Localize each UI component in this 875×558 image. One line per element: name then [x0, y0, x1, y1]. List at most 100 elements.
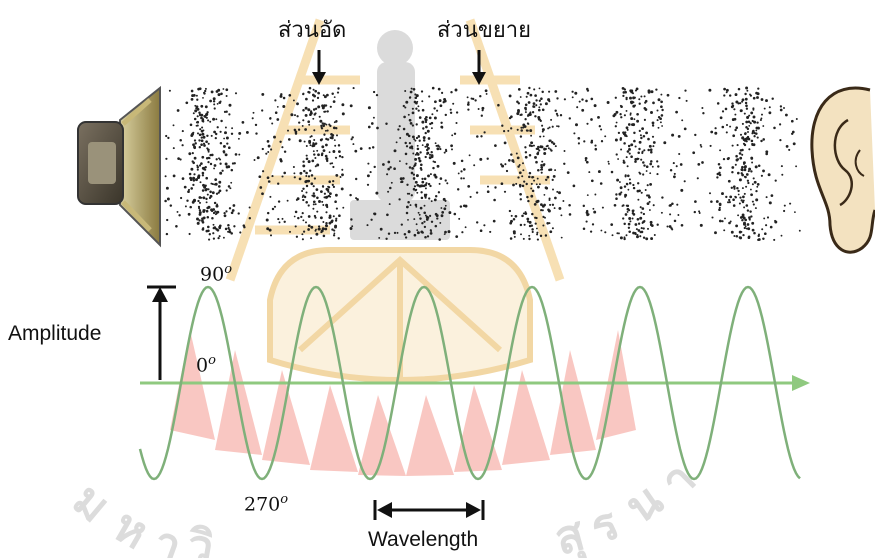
- air-particle: [534, 94, 537, 97]
- air-particle: [261, 192, 264, 196]
- air-particle: [740, 172, 743, 175]
- air-particle: [242, 224, 246, 227]
- air-particle: [184, 205, 187, 208]
- air-particle: [753, 180, 757, 184]
- air-particle: [217, 88, 221, 92]
- air-particle: [779, 105, 783, 108]
- air-particle: [648, 209, 651, 211]
- air-particle: [734, 195, 737, 198]
- air-particle: [276, 118, 280, 121]
- air-particle: [415, 94, 419, 98]
- air-particle: [709, 144, 712, 147]
- air-particle: [626, 150, 630, 153]
- air-particle: [398, 198, 401, 201]
- air-particle: [425, 125, 428, 129]
- air-particle: [319, 119, 323, 123]
- air-particle: [169, 204, 173, 207]
- air-particle: [581, 98, 584, 101]
- air-particle: [205, 188, 208, 191]
- air-particle: [548, 90, 551, 93]
- air-particle: [762, 125, 765, 127]
- air-particle: [755, 132, 758, 135]
- air-particle: [434, 195, 438, 198]
- air-particle: [613, 112, 617, 116]
- air-particle: [411, 111, 415, 115]
- air-particle: [225, 165, 229, 169]
- air-particle: [436, 147, 440, 151]
- air-particle: [277, 218, 280, 221]
- air-particle: [745, 107, 749, 110]
- air-particle: [410, 87, 413, 90]
- air-particle: [215, 204, 219, 208]
- air-particle: [211, 182, 214, 186]
- air-particle: [429, 232, 433, 235]
- air-particle: [333, 229, 336, 232]
- air-particle: [629, 113, 632, 116]
- air-particle: [624, 195, 627, 198]
- air-particle: [748, 167, 752, 171]
- air-particle: [575, 123, 578, 127]
- air-particle: [765, 99, 768, 103]
- air-particle: [497, 103, 500, 107]
- air-particle: [508, 116, 512, 120]
- amplitude-arrowhead: [152, 287, 168, 302]
- air-particle: [727, 201, 730, 204]
- air-particle: [738, 236, 741, 239]
- air-particle: [528, 171, 532, 175]
- air-particle: [634, 223, 638, 226]
- air-particle: [193, 199, 196, 203]
- air-particle: [584, 157, 588, 160]
- air-particle: [412, 87, 416, 91]
- air-particle: [178, 214, 181, 217]
- air-particle: [544, 216, 546, 219]
- air-particle: [208, 233, 211, 236]
- air-particle: [323, 104, 326, 107]
- air-particle: [585, 160, 589, 164]
- air-particle: [415, 123, 418, 126]
- air-particle: [368, 147, 371, 150]
- air-particle: [224, 131, 227, 135]
- air-particle: [734, 128, 737, 132]
- air-particle: [261, 109, 264, 112]
- air-particle: [489, 230, 492, 233]
- air-particle: [735, 158, 739, 162]
- air-particle: [594, 144, 597, 147]
- air-particle: [627, 226, 631, 229]
- air-particle: [529, 93, 533, 97]
- air-particle: [430, 220, 434, 223]
- air-particle: [179, 139, 182, 142]
- air-particle: [201, 189, 205, 192]
- air-particle: [751, 200, 754, 203]
- air-particle: [757, 87, 760, 90]
- air-particle: [421, 100, 424, 103]
- air-particle: [317, 153, 320, 157]
- air-particle: [386, 213, 389, 217]
- air-particle: [436, 217, 439, 220]
- air-particle: [779, 108, 783, 112]
- air-particle: [614, 96, 617, 99]
- air-particle: [176, 210, 179, 213]
- air-particle: [212, 97, 216, 101]
- air-particle: [204, 168, 207, 171]
- air-particle: [738, 202, 741, 205]
- air-particle: [473, 164, 476, 167]
- air-particle: [641, 151, 644, 155]
- air-particle: [220, 92, 223, 96]
- air-particle: [590, 139, 594, 142]
- air-particle: [722, 157, 726, 161]
- air-particle: [549, 230, 553, 234]
- air-particle: [283, 171, 287, 175]
- air-particle: [352, 87, 355, 90]
- wavelength-arrowhead-left: [377, 502, 392, 518]
- air-particle: [460, 177, 463, 180]
- air-particle: [757, 164, 761, 168]
- air-particle: [371, 146, 375, 149]
- air-particle: [292, 165, 295, 169]
- air-particle: [547, 127, 550, 130]
- air-particle: [356, 198, 359, 201]
- air-particle: [228, 228, 231, 231]
- air-particle: [221, 169, 224, 172]
- air-particle: [632, 183, 635, 187]
- air-particle: [233, 225, 236, 228]
- air-particle: [640, 230, 644, 234]
